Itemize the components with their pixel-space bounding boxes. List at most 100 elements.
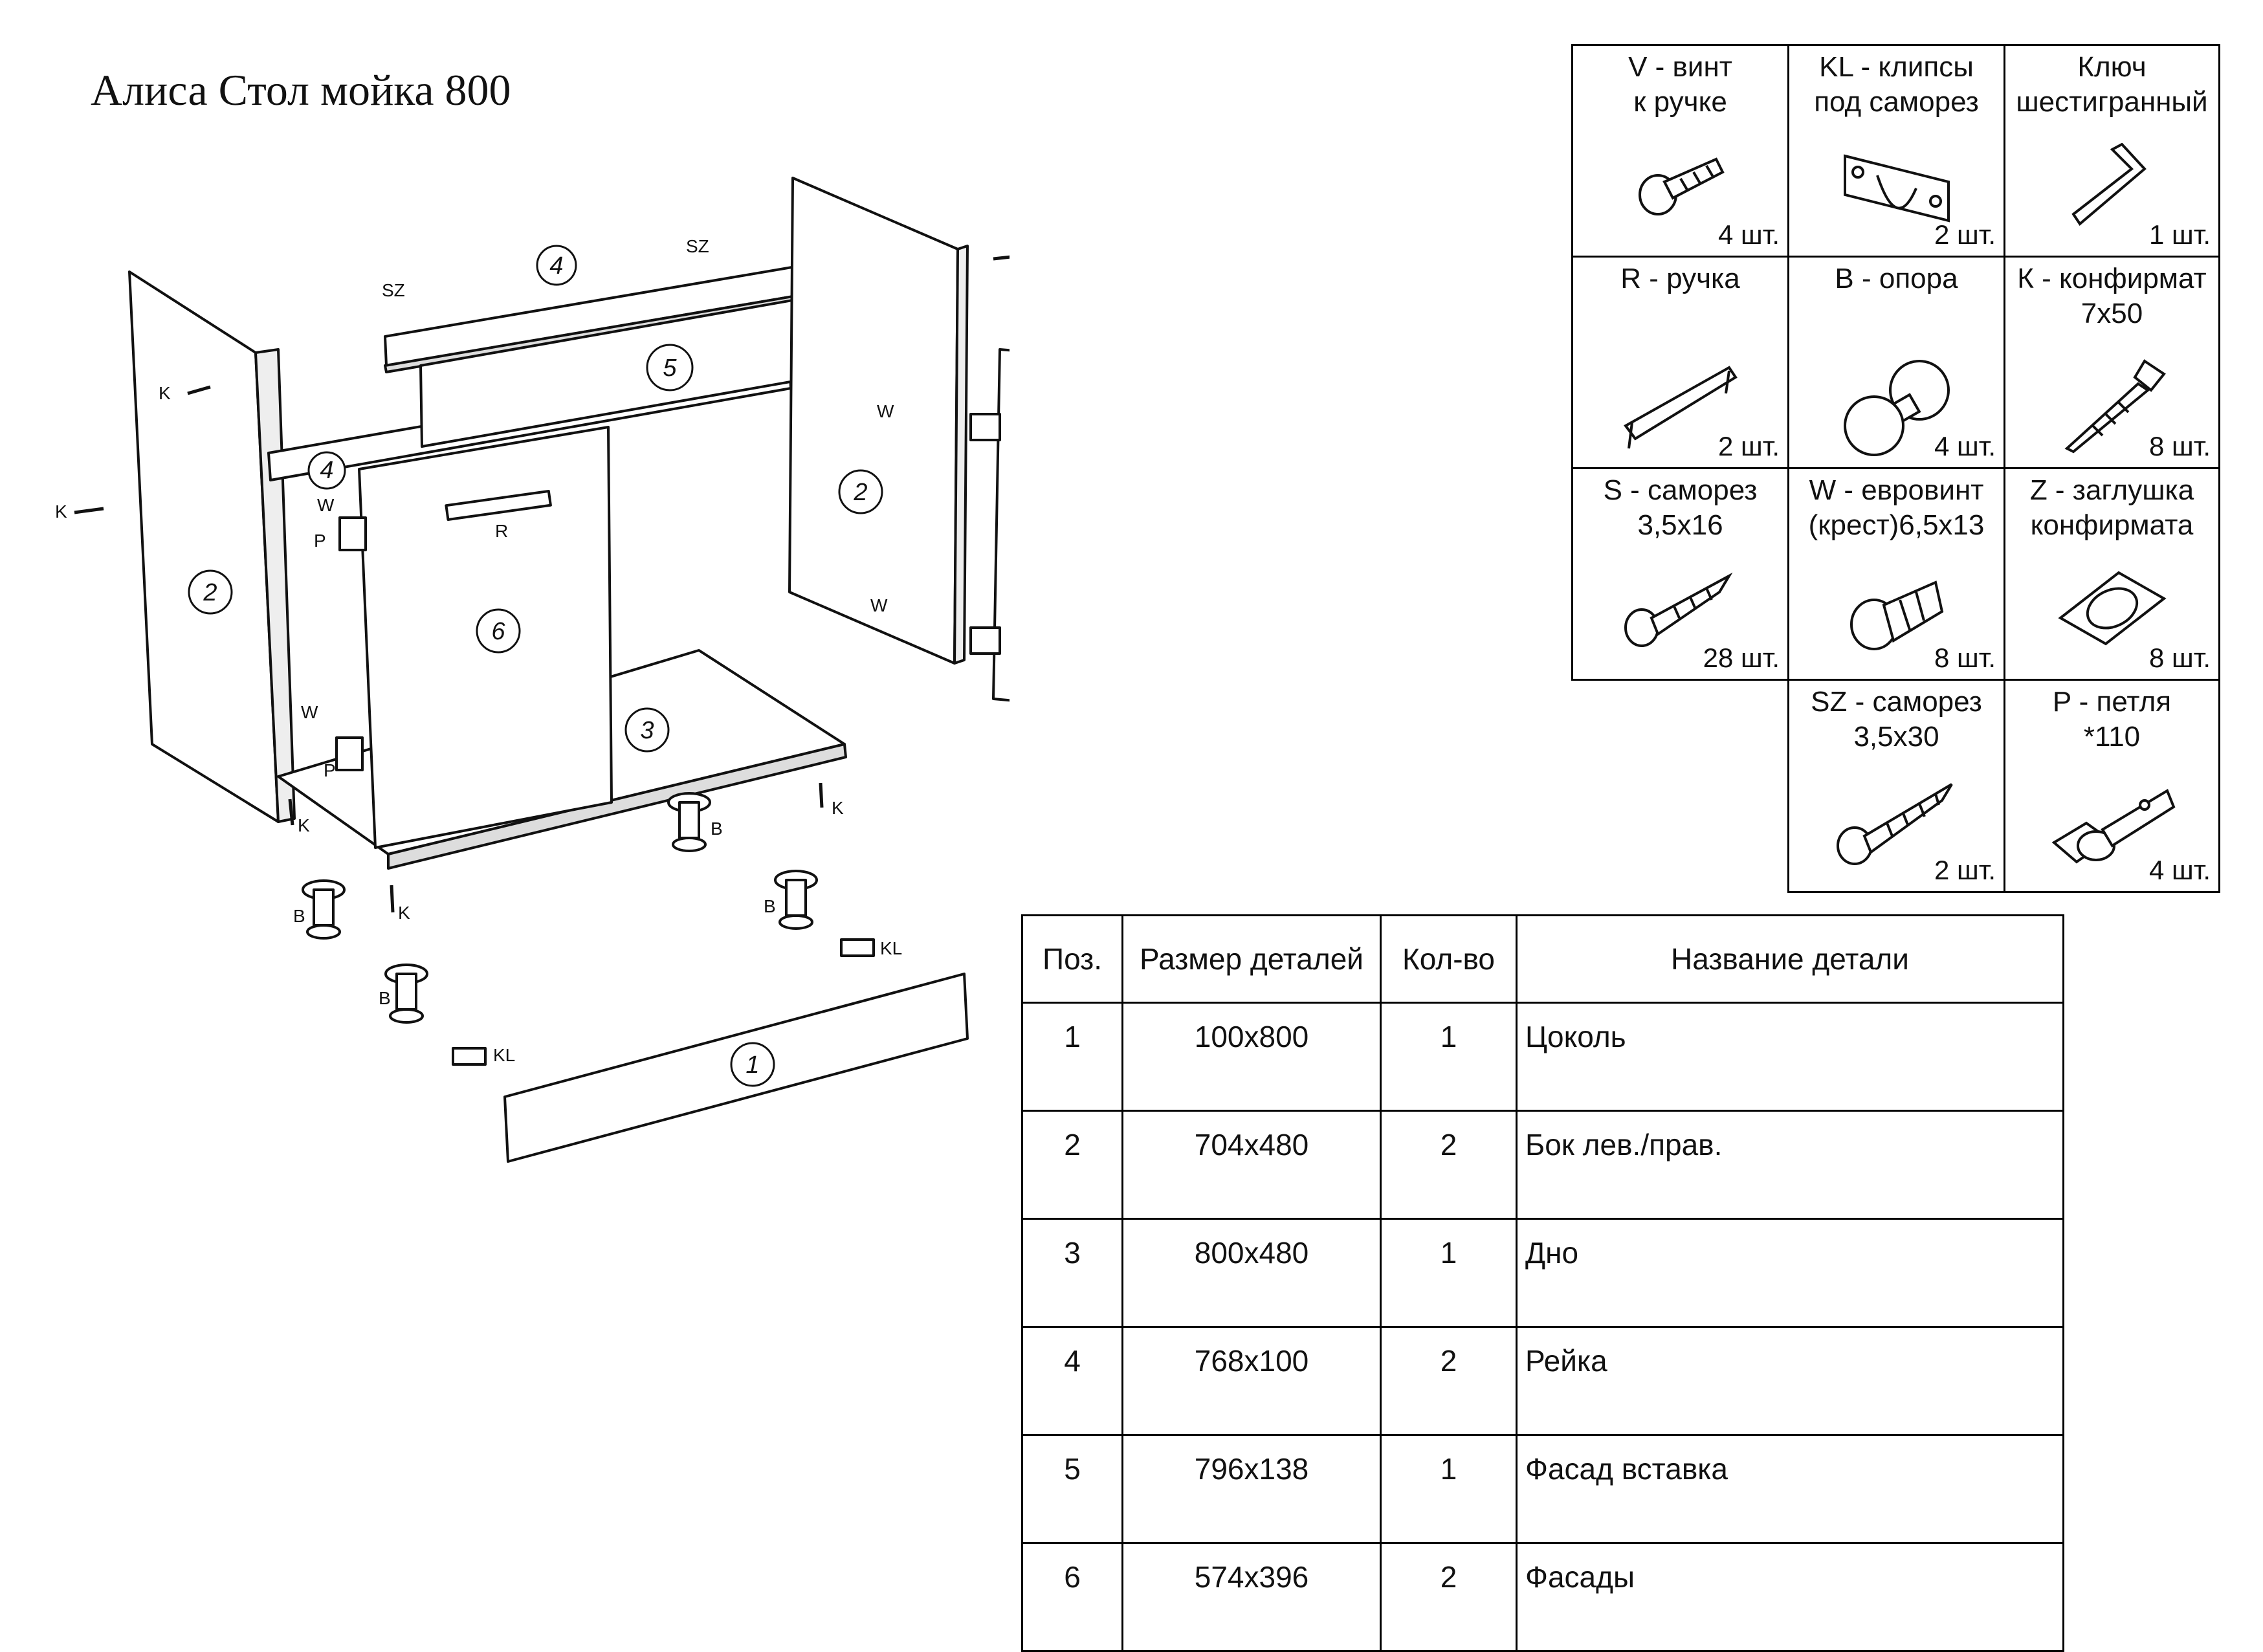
cell-quantity: 1: [1380, 1434, 1518, 1544]
hardware-qty: 4 шт.: [1934, 431, 1996, 461]
label-p-1: P: [314, 531, 326, 551]
hardware-title: KL - клипсы под саморез: [1814, 51, 1979, 118]
part-number-2-left: 2: [203, 579, 217, 606]
label-b-3: B: [764, 896, 776, 916]
hardware-cell-s: S - саморез 3,5х16 28 шт.: [1571, 467, 1789, 681]
cell-part-name: Дно: [1516, 1218, 2064, 1328]
hardware-title: B - опора: [1835, 263, 1958, 294]
cell-part-name: Бок лев./прав.: [1516, 1110, 2064, 1220]
cap-plug-icon: [2057, 571, 2167, 646]
cell-size: 574х396: [1121, 1542, 1382, 1652]
part-number-4-back: 4: [320, 457, 333, 484]
parts-table: Поз. Размер деталей Кол-во Название дета…: [1021, 914, 2064, 1652]
cell-size: 796х138: [1121, 1434, 1382, 1544]
confirmat-screws: [74, 255, 1010, 913]
hardware-cell-b: B - опора 4 шт.: [1787, 256, 2005, 469]
hex-key-icon: [2071, 143, 2147, 226]
hardware-title: К - конфирмат 7х50: [2017, 263, 2207, 329]
label-r-1: R: [495, 521, 508, 541]
hardware-cell-k: К - конфирмат 7х50 8 шт.: [2004, 256, 2220, 469]
right-facade: [992, 348, 1010, 702]
clip-2: [452, 1047, 487, 1066]
label-k-4: K: [298, 815, 310, 835]
cell-position: 2: [1021, 1110, 1123, 1220]
cell-position: 4: [1021, 1326, 1123, 1436]
hardware-title: S - саморез 3,5х16: [1603, 474, 1758, 541]
right-side-panel: [788, 177, 959, 665]
label-b-2: B: [711, 819, 723, 839]
label-w-4: W: [870, 595, 888, 615]
label-sz-1: SZ: [382, 280, 405, 300]
hardware-cell-r: R - ручка 2 шт.: [1571, 256, 1789, 469]
hardware-title: P - петля *110: [2052, 686, 2172, 753]
cell-quantity: 1: [1380, 1002, 1518, 1112]
label-b-4: B: [379, 988, 391, 1008]
hardware-cell-p: P - петля *110 4 шт.: [2004, 679, 2220, 893]
cell-position: 5: [1021, 1434, 1123, 1544]
header-part-name: Название детали: [1516, 914, 2064, 1004]
euro-screw-icon: [1849, 580, 1943, 650]
hardware-cell-key: Ключ шестигранный 1 шт.: [2004, 44, 2220, 258]
hardware-qty: 28 шт.: [1703, 643, 1780, 673]
cell-part-name: Фасад вставка: [1516, 1434, 2064, 1544]
part-number-3: 3: [640, 717, 654, 744]
cell-part-name: Рейка: [1516, 1326, 2064, 1436]
hardware-grid: V - винт к ручке 4 шт. KL - клипсы под с…: [1571, 44, 2220, 893]
cell-position: 3: [1021, 1218, 1123, 1328]
hinge-icon: [2051, 789, 2175, 864]
hardware-qty: 8 шт.: [2149, 431, 2211, 461]
hardware-title: V - винт к ручке: [1628, 51, 1732, 118]
hardware-title: Ключ шестигранный: [2016, 51, 2208, 118]
cell-position: 1: [1021, 1002, 1123, 1112]
part-number-6-left: 6: [491, 618, 505, 645]
label-k-5: K: [832, 798, 844, 818]
hardware-qty: 8 шт.: [1934, 643, 1996, 673]
hardware-cell-sz: SZ - саморез 3,5х30 2 шт.: [1787, 679, 2005, 893]
label-b-1: B: [293, 906, 305, 926]
cell-quantity: 2: [1380, 1326, 1518, 1436]
long-screw-icon: [1836, 783, 1953, 865]
screw-bolt-icon: [1638, 157, 1725, 215]
handle-icon: [1623, 366, 1738, 449]
hardware-qty: 4 шт.: [2149, 855, 2211, 885]
clip-1: [840, 938, 875, 957]
hardware-qty: 1 шт.: [2149, 219, 2211, 250]
assembly-diagram: 1 2 2 3 4 4 5 6 6 SZ SZ K K K K K K W W …: [55, 177, 1010, 1163]
cell-size: 100х800: [1121, 1002, 1382, 1112]
hardware-title: Z - заглушка конфирмата: [2029, 474, 2194, 541]
part-number-2-right: 2: [853, 479, 867, 506]
hardware-title: W - евровинт (крест)6,5х13: [1808, 474, 1985, 541]
handle-left: [445, 489, 552, 522]
cell-size: 768х100: [1121, 1326, 1382, 1436]
part-number-4-top: 4: [549, 252, 563, 280]
cell-quantity: 2: [1380, 1110, 1518, 1220]
label-w-3: W: [877, 401, 894, 421]
leg-support-icon: [1843, 360, 1950, 456]
header-size: Размер деталей: [1121, 914, 1382, 1004]
label-k-6: K: [398, 903, 410, 923]
legs: [302, 792, 818, 1024]
hardware-cell-z: Z - заглушка конфирмата 8 шт.: [2004, 467, 2220, 681]
header-quantity: Кол-во: [1380, 914, 1518, 1004]
cell-size: 704х480: [1121, 1110, 1382, 1220]
hardware-title: R - ручка: [1620, 263, 1740, 294]
hardware-qty: 2 шт.: [1718, 431, 1780, 461]
cell-quantity: 2: [1380, 1542, 1518, 1652]
confirmat-screw-icon: [2064, 359, 2166, 454]
hardware-qty: 4 шт.: [1718, 219, 1780, 250]
table-row: 1 100х800 1 Цоколь: [1021, 1002, 2064, 1112]
label-w-2: W: [301, 702, 318, 722]
wood-screw-icon: [1624, 572, 1732, 647]
table-row: 5 796х138 1 Фасад вставка: [1021, 1434, 2064, 1544]
hinges: [335, 413, 1001, 771]
header-position: Поз.: [1021, 914, 1123, 1004]
table-row: 2 704х480 2 Бок лев./прав.: [1021, 1110, 2064, 1220]
hardware-qty: 2 шт.: [1934, 219, 1996, 250]
label-sz-2: SZ: [686, 236, 709, 256]
table-row: 6 574х396 2 Фасады: [1021, 1542, 2064, 1652]
hardware-qty: 8 шт.: [2149, 643, 2211, 673]
table-row: 3 800х480 1 Дно: [1021, 1218, 2064, 1328]
clip-icon: [1843, 154, 1950, 223]
label-w-1: W: [317, 495, 335, 515]
part-number-5: 5: [663, 355, 677, 382]
